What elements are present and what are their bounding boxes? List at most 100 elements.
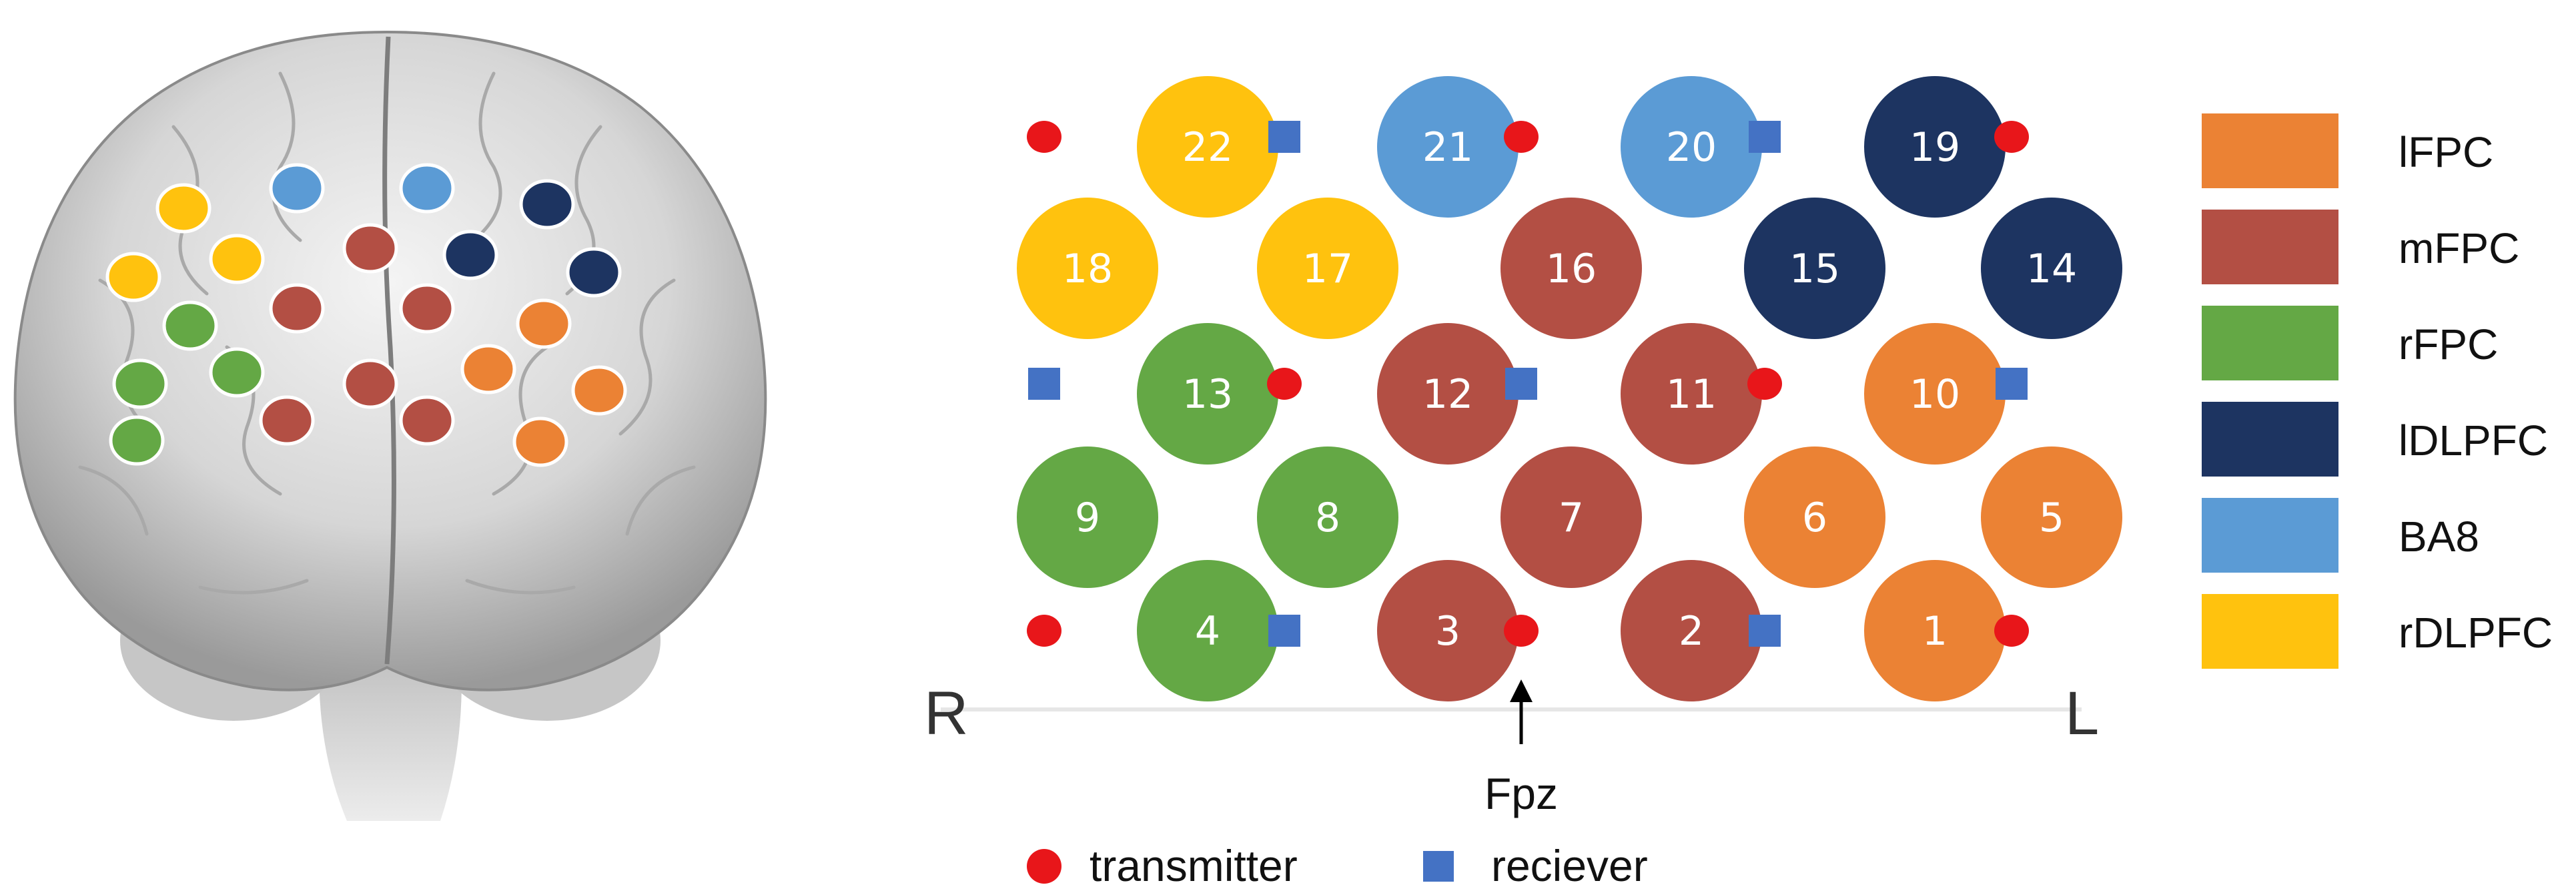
- channel-19: 19: [1864, 76, 2006, 218]
- brain-dot-rdlpfc: [155, 183, 211, 234]
- legend-item-rfpc: rFPC: [2202, 306, 2498, 380]
- brain-dot-rfpc: [109, 415, 165, 466]
- transmitter-marker: [1267, 368, 1302, 400]
- brain-dot-lfpc: [571, 365, 627, 416]
- channel-number: 1: [1922, 608, 1948, 655]
- channel-11: 11: [1621, 323, 1762, 465]
- transmitter-key-label: transmitter: [1090, 841, 1298, 890]
- legend-label: lFPC: [2399, 128, 2493, 176]
- channel-circle: [1377, 323, 1519, 465]
- brain-dot-lfpc: [516, 298, 572, 349]
- brain-dot-ba8: [399, 163, 455, 214]
- brain-dot-ldlpfc: [442, 230, 498, 280]
- channel-number: 11: [1666, 371, 1717, 418]
- probe-markers: [1027, 121, 2029, 647]
- receiver-marker: [1028, 368, 1060, 400]
- channel-circle: [1981, 447, 2122, 588]
- channel-14: 14: [1981, 198, 2122, 339]
- receiver-key-label: reciever: [1491, 841, 1648, 890]
- channel-9: 9: [1017, 447, 1158, 588]
- channel-number: 14: [2026, 246, 2077, 292]
- channel-15: 15: [1744, 198, 1885, 339]
- channel-number: 2: [1679, 608, 1704, 655]
- legend-label: lDLPFC: [2399, 416, 2548, 465]
- legend-item-ldlpfc: lDLPFC: [2202, 402, 2548, 477]
- brain-dot-rdlpfc: [209, 234, 265, 284]
- receiver-marker: [1268, 121, 1300, 153]
- channel-number: 20: [1666, 124, 1717, 171]
- receiver-marker: [1505, 368, 1537, 400]
- channel-circle: [1137, 323, 1278, 465]
- legend-label: rFPC: [2399, 320, 2498, 368]
- channel-circle: [1017, 198, 1158, 339]
- right-hemisphere-label: R: [924, 679, 968, 748]
- channel-21: 21: [1377, 76, 1519, 218]
- channel-number: 21: [1422, 124, 1473, 171]
- channel-3: 3: [1377, 560, 1519, 701]
- transmitter-marker: [1027, 121, 1061, 153]
- receiver-marker: [1268, 615, 1300, 647]
- channel-circle: [1257, 198, 1398, 339]
- legend-item-lfpc: lFPC: [2202, 113, 2493, 188]
- channel-number: 10: [1909, 371, 1960, 418]
- brain-dot-mfpc: [269, 283, 325, 334]
- channel-circle: [1864, 323, 2006, 465]
- legend-label: rDLPFC: [2399, 609, 2553, 657]
- brain-dot-rdlpfc: [105, 252, 161, 302]
- channel-number: 9: [1075, 495, 1100, 541]
- channel-number: 19: [1909, 124, 1960, 171]
- transmitter-marker: [1747, 368, 1782, 400]
- channel-circle: [1744, 198, 1885, 339]
- brain-dot-mfpc: [259, 395, 315, 446]
- channel-number: 22: [1182, 124, 1233, 171]
- channel-circle: [1500, 447, 1642, 588]
- channel-circle: [1621, 76, 1762, 218]
- legend-swatch: [2202, 498, 2338, 573]
- channel-18: 18: [1017, 198, 1158, 339]
- brain-illustration: [13, 30, 767, 821]
- channel-number: 8: [1315, 495, 1340, 541]
- channel-22: 22: [1137, 76, 1278, 218]
- channel-4: 4: [1137, 560, 1278, 701]
- channel-number: 18: [1062, 246, 1113, 292]
- channel-circle: [1621, 323, 1762, 465]
- channel-number: 7: [1559, 495, 1584, 541]
- channel-circle: [1137, 560, 1278, 701]
- channel-5: 5: [1981, 447, 2122, 588]
- channel-number: 5: [2039, 495, 2064, 541]
- channel-circle: [1744, 447, 1885, 588]
- brain-dot-rfpc: [162, 300, 218, 351]
- channel-circle: [1500, 198, 1642, 339]
- channel-circle: [1621, 560, 1762, 701]
- channel-number: 17: [1302, 246, 1353, 292]
- receiver-marker: [1996, 368, 2028, 400]
- legend-swatch: [2202, 306, 2338, 380]
- brain-dot-mfpc: [342, 358, 398, 409]
- brain-dot-mfpc: [399, 395, 455, 446]
- channel-10: 10: [1864, 323, 2006, 465]
- legend-swatch: [2202, 113, 2338, 188]
- legend-label: BA8: [2399, 513, 2479, 561]
- channel-1: 1: [1864, 560, 2006, 701]
- legend-item-ba8: BA8: [2202, 498, 2479, 573]
- channel-circle: [1864, 560, 2006, 701]
- transmitter-marker: [1994, 121, 2029, 153]
- channel-circle: [1017, 447, 1158, 588]
- channel-number: 15: [1789, 246, 1840, 292]
- channel-2: 2: [1621, 560, 1762, 701]
- receiver-marker: [1749, 121, 1781, 153]
- channel-8: 8: [1257, 447, 1398, 588]
- channel-circle: [1377, 560, 1519, 701]
- brain-dot-lfpc: [512, 416, 568, 467]
- channel-circle: [1981, 198, 2122, 339]
- fpz-arrow: [1510, 679, 1533, 744]
- channel-circle: [1257, 447, 1398, 588]
- channel-number: 12: [1422, 371, 1473, 418]
- left-hemisphere-label: L: [2065, 679, 2099, 748]
- brain-dot-rfpc: [209, 347, 265, 398]
- brain-dot-mfpc: [342, 223, 398, 274]
- transmitter-marker: [1994, 615, 2029, 647]
